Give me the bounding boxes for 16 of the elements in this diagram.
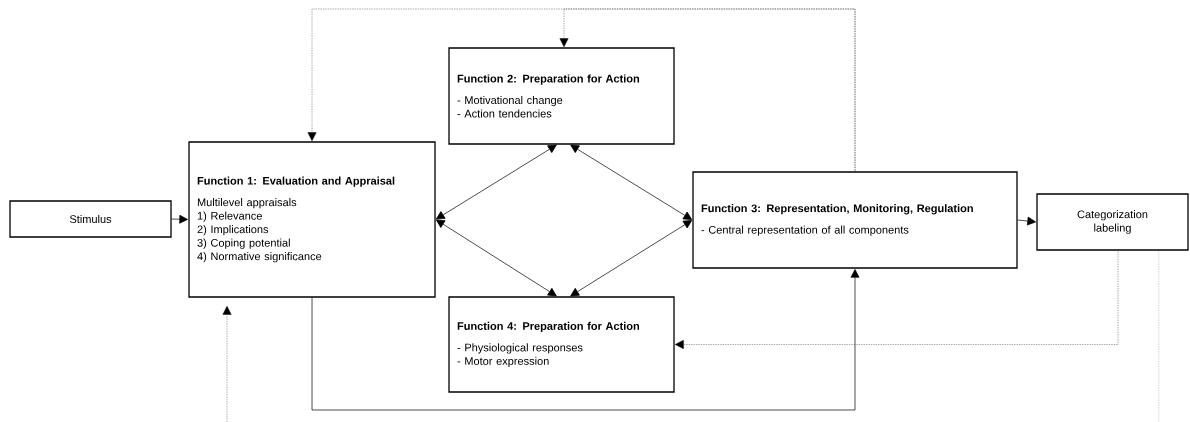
process-box: Function 1: Evaluation and Appraisal Multilevel appraisals 1) Relevance 2) Implications 3) Coping potential 4) Normative significance — [188, 141, 436, 298]
process-box: Function 2: Preparation for Action - Motivational change - Action tendencies — [448, 47, 675, 145]
arrow — [311, 269, 860, 411]
arrow — [435, 219, 557, 297]
process-box: Categorization labeling — [1036, 193, 1189, 251]
process-box: Function 4: Preparation for Action - Physiological responses - Motor expression — [448, 296, 675, 393]
arrow — [674, 250, 1119, 349]
arrow — [559, 8, 856, 172]
arrow — [1017, 216, 1036, 226]
arrow — [171, 214, 188, 224]
arrow — [570, 144, 693, 220]
process-box: Function 3: Representation, Monitoring, Regulation - Central representation of all components — [692, 171, 1018, 269]
arrow — [435, 144, 557, 220]
process-box: Stimulus — [9, 200, 172, 238]
arrow — [222, 305, 232, 422]
arrow — [570, 220, 693, 297]
